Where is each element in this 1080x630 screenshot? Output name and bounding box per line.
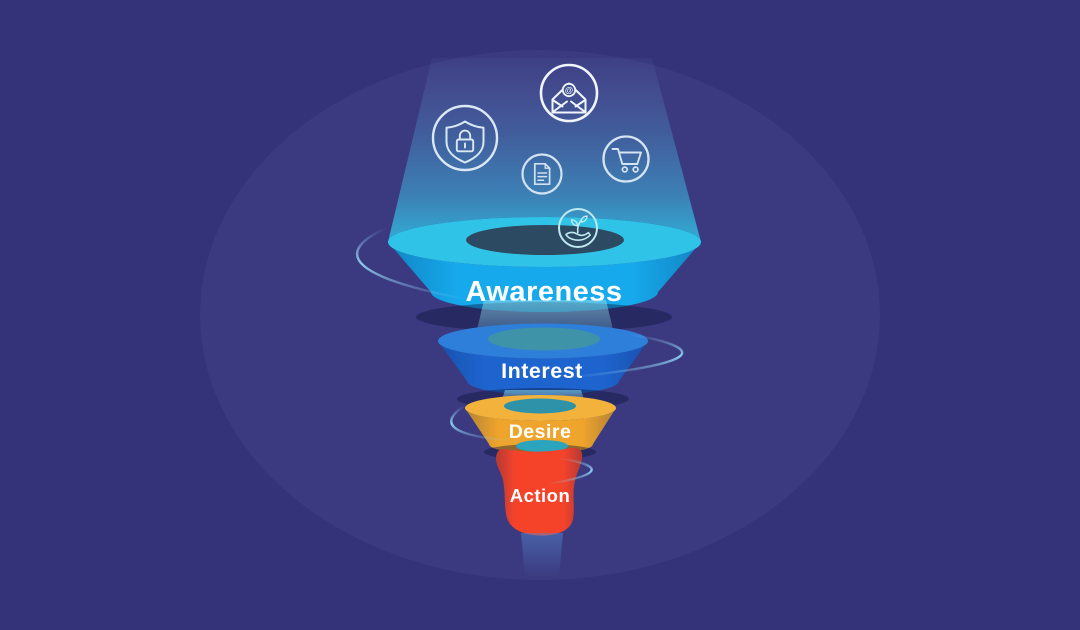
document-icon (521, 153, 563, 195)
funnel-stage-action: Action (495, 440, 593, 536)
email-envelope-folds (552, 99, 586, 113)
lock-shackle (458, 129, 472, 141)
growth-icon-circle (558, 208, 598, 248)
email-at-badge (561, 82, 577, 98)
desire-label: Desire (509, 421, 572, 443)
cart-wheel-right (632, 166, 639, 173)
awareness-side-shading (388, 242, 701, 313)
action-hole (516, 440, 568, 452)
light-beam (388, 58, 701, 242)
action-body-shading (495, 447, 583, 536)
shield-lock-icon (431, 104, 499, 172)
funnel-stage-interest: Interest (438, 323, 684, 395)
email-icon-circle (539, 63, 599, 123)
orbit-ring-interest (564, 332, 684, 380)
output-stream (521, 533, 563, 577)
cart-basket (611, 148, 642, 165)
interest-hole (488, 327, 600, 351)
cart-icon-circle (602, 135, 650, 183)
shield-icon-circle (431, 104, 499, 172)
orbit-ring-desire (450, 404, 530, 444)
email-icon: @ (539, 63, 599, 123)
growth-icon (558, 208, 598, 248)
growth-leaf-left (570, 219, 579, 227)
desire-hole (504, 398, 576, 414)
action-label: Action (510, 485, 571, 506)
cart-icon (602, 135, 650, 183)
shield-outline (445, 120, 485, 164)
cart-wheel-left (621, 166, 629, 173)
growth-leaf-right (580, 215, 588, 223)
interest-side-shading (438, 341, 648, 395)
orbit-ring-awareness (355, 226, 472, 302)
desire-side-shading (465, 408, 616, 454)
lock-body (455, 138, 475, 153)
document-fold (544, 163, 551, 169)
growth-hand (565, 231, 591, 241)
funnel-stage-desire: Desire (450, 395, 616, 454)
orbit-ring-action (548, 456, 593, 486)
document-lines (537, 172, 548, 181)
awareness-hole (466, 225, 624, 255)
document-page (533, 162, 551, 186)
email-at-glyph: @ (565, 85, 573, 95)
document-icon-circle (521, 153, 563, 195)
interest-label: Interest (501, 359, 583, 383)
